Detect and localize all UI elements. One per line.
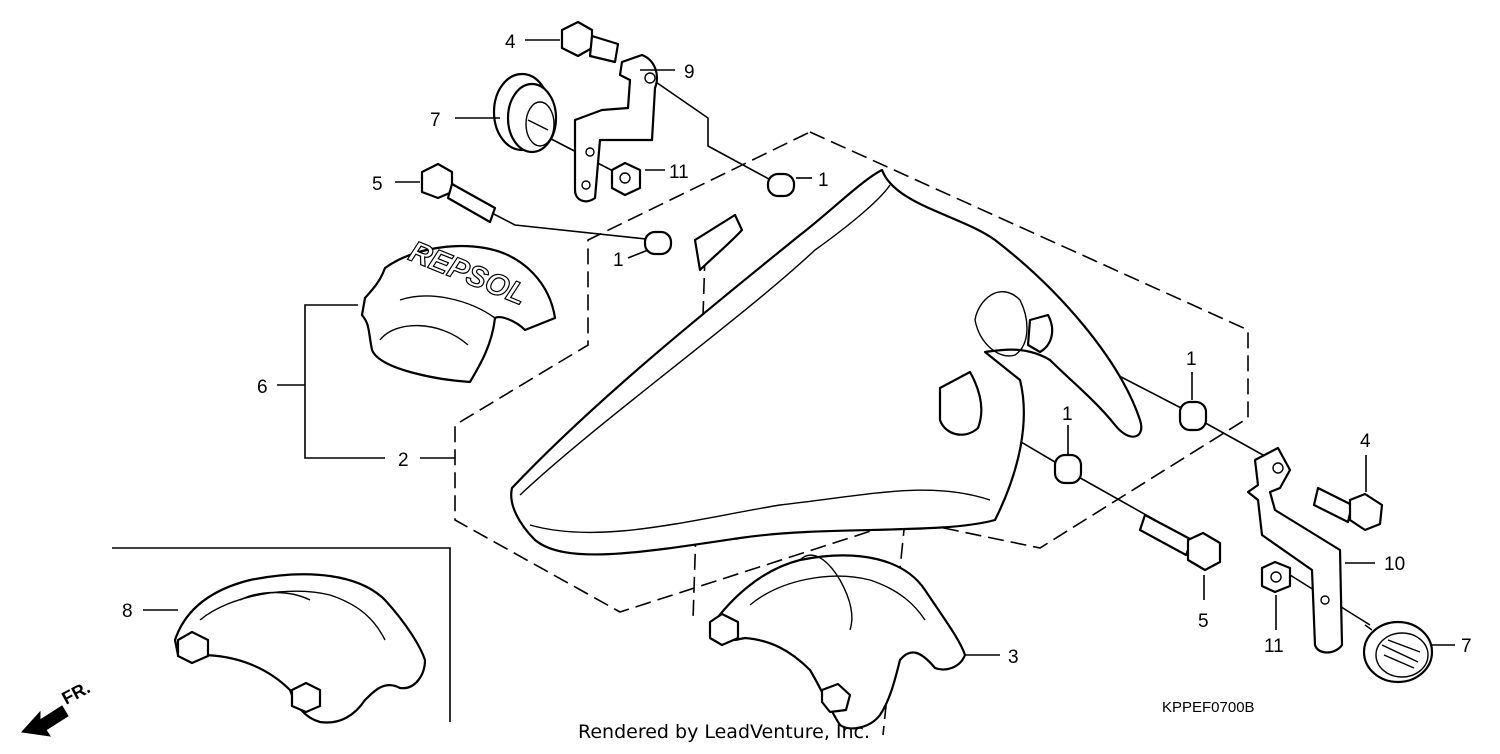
assembly-outline bbox=[454, 131, 1249, 613]
callout-5-left: 5 bbox=[372, 174, 383, 195]
bolt-right-upper bbox=[1312, 486, 1384, 532]
front-fender bbox=[510, 168, 1143, 556]
inner-fender bbox=[708, 554, 967, 730]
callout-3: 3 bbox=[1008, 647, 1019, 668]
inset-frame bbox=[112, 547, 451, 722]
callout-4-right: 4 bbox=[1360, 431, 1371, 452]
callout-11-right: 11 bbox=[1264, 636, 1284, 657]
nut-top bbox=[610, 161, 642, 197]
bracket-right bbox=[1246, 446, 1344, 654]
reflector-top bbox=[492, 72, 558, 154]
direction-label: FR. bbox=[58, 677, 93, 708]
callout-9: 9 bbox=[684, 62, 695, 83]
bolt-left bbox=[420, 162, 497, 224]
callout-5-right: 5 bbox=[1198, 611, 1209, 632]
collars bbox=[643, 172, 1208, 485]
diagram-code: KPPEF0700B bbox=[1162, 699, 1255, 716]
bolt-right-lower bbox=[1138, 513, 1222, 572]
callout-11-top: 11 bbox=[669, 162, 689, 183]
callout-10: 10 bbox=[1384, 554, 1405, 575]
reflector-right bbox=[1362, 620, 1434, 684]
callout-4-top: 4 bbox=[505, 32, 516, 53]
rendered-by-credit: Rendered by LeadVenture, Inc. bbox=[578, 721, 870, 743]
inset-fender-variant bbox=[173, 573, 427, 724]
callout-2: 2 bbox=[398, 450, 409, 471]
leader-lines bbox=[143, 39, 1455, 656]
front-direction-arrow-icon: FR. bbox=[21, 677, 93, 737]
callout-7-right: 7 bbox=[1461, 636, 1472, 657]
callout-1-top: 1 bbox=[818, 170, 829, 191]
callout-labels: 4 9 7 11 5 1 1 6 2 1 1 4 10 5 11 7 3 8 bbox=[122, 32, 1472, 668]
callout-1-right-lower: 1 bbox=[1062, 404, 1073, 425]
callout-6: 6 bbox=[257, 377, 268, 398]
bracket-top bbox=[573, 53, 659, 203]
repsol-decal: REPSOL bbox=[360, 234, 557, 384]
nut-right bbox=[1260, 560, 1292, 594]
callout-1-right-upper: 1 bbox=[1186, 349, 1197, 370]
callout-7-top: 7 bbox=[430, 110, 441, 131]
bolt-top bbox=[560, 20, 620, 64]
callout-8: 8 bbox=[122, 601, 133, 622]
callout-1-left: 1 bbox=[613, 250, 624, 271]
